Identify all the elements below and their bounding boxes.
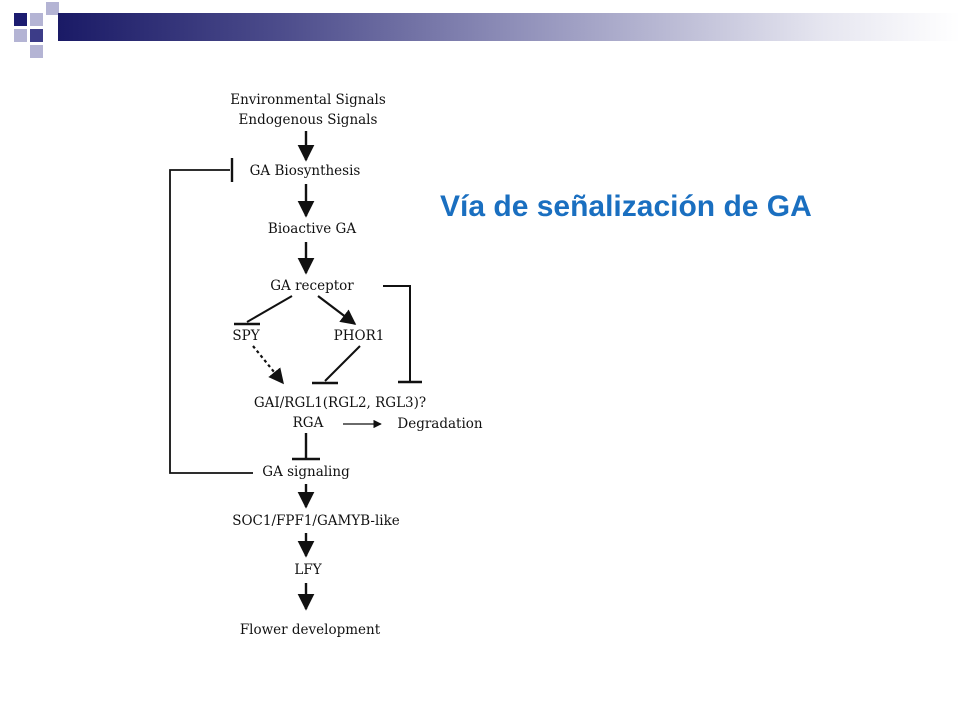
arrow-receptor-to-phor1 (317, 295, 357, 325)
node-ga-receptor: GA receptor (270, 278, 354, 294)
node-bioactive-ga: Bioactive GA (268, 221, 356, 237)
node-lfy: LFY (294, 562, 322, 578)
header-banner (58, 13, 960, 41)
node-ga-signaling: GA signaling (262, 464, 350, 480)
inhibition-feedback-to-biosynthesis (169, 158, 253, 474)
node-endo-signals: Endogenous Signals (239, 112, 378, 128)
inhibition-receptor-to-spy (234, 295, 293, 326)
node-soc1: SOC1/FPF1/GAMYB-like (232, 513, 400, 529)
logo-square-dark-1 (14, 13, 27, 26)
node-gai-rgl1: GAI/RGL1(RGL2, RGL3)? (254, 395, 426, 411)
logo-square-light-3 (14, 29, 27, 42)
inhibition-receptor-to-gai-bracket (383, 285, 422, 384)
logo-square-light-4 (30, 45, 43, 58)
arrow-spy-to-gai-dotted (252, 345, 284, 385)
inhibition-rga-to-signaling (292, 433, 320, 461)
inhibition-phor1-to-gai (312, 345, 361, 385)
node-rga: RGA (293, 415, 324, 431)
logo-square-light-1 (30, 13, 43, 26)
slide-title: Vía de señalización de GA (440, 190, 812, 223)
logo-square-dark-2 (30, 29, 43, 42)
node-flower-dev: Flower development (240, 622, 381, 638)
node-degradation: Degradation (397, 416, 483, 432)
node-phor1: PHOR1 (334, 328, 385, 344)
node-ga-biosynthesis: GA Biosynthesis (250, 163, 361, 179)
node-spy: SPY (232, 328, 260, 344)
logo-square-light-2 (46, 2, 59, 15)
node-env-signals: Environmental Signals (230, 92, 386, 108)
